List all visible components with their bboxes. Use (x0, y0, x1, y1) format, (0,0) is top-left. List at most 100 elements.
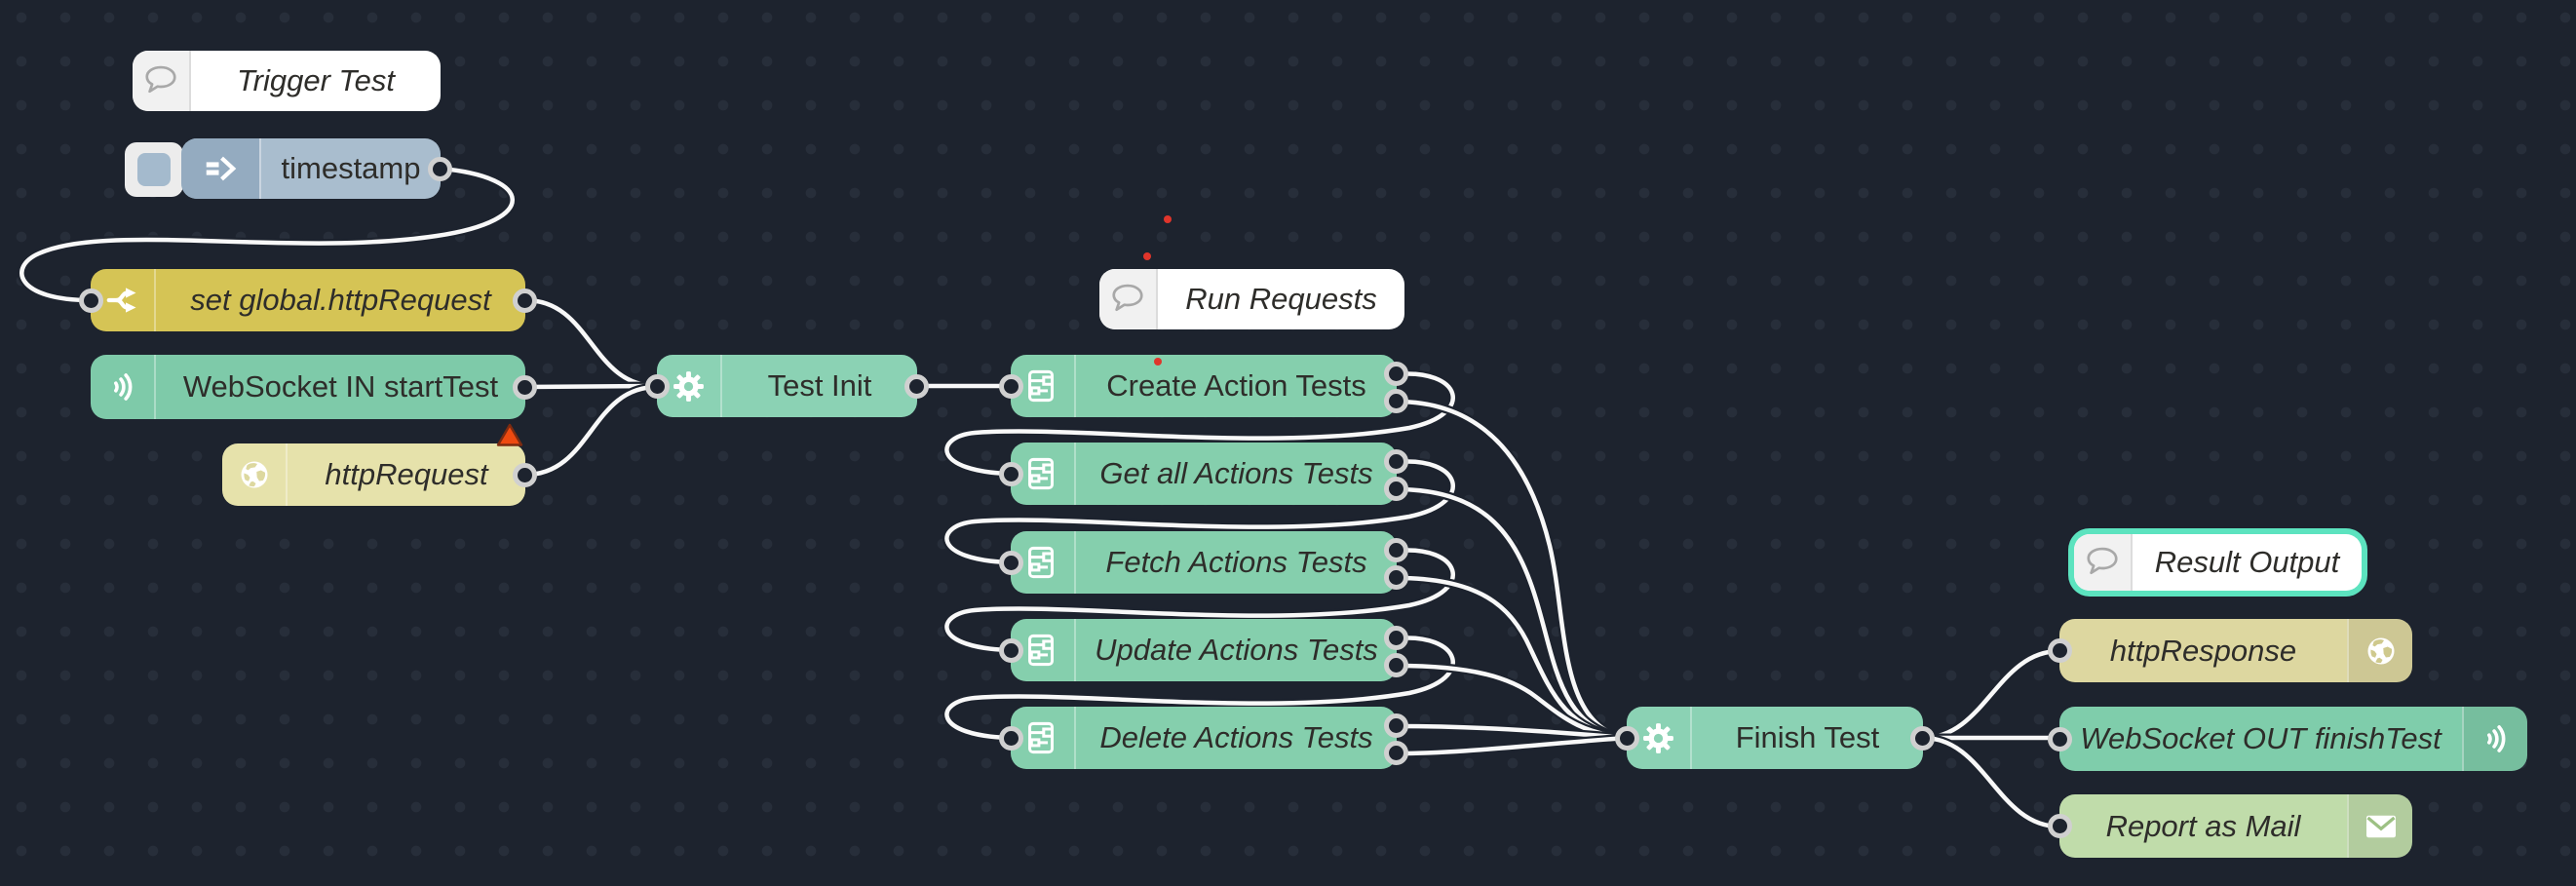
output-port-1[interactable] (1384, 713, 1408, 738)
node-label: set global.httpRequest (190, 283, 491, 317)
node-label: Update Actions Tests (1095, 633, 1378, 667)
wire[interactable] (522, 297, 660, 389)
node-subflow-delete-actions-tests[interactable]: Delete Actions Tests (999, 707, 1408, 769)
output-port-2[interactable] (1384, 653, 1408, 677)
node-subflow-update-actions-tests[interactable]: Update Actions Tests (999, 619, 1408, 681)
input-port[interactable] (999, 461, 1023, 486)
wire-finish-to-mail (1918, 733, 2064, 831)
node-comment-trigger-test[interactable]: Trigger Test (133, 51, 441, 111)
input-port[interactable] (999, 725, 1023, 751)
wire-fetch-to-update (942, 545, 1458, 655)
wire[interactable] (19, 166, 515, 303)
node-subflow-fetch-actions-tests[interactable]: Fetch Actions Tests (999, 531, 1408, 594)
node-function-test-init[interactable]: Test Init (645, 355, 929, 417)
wire[interactable] (1394, 486, 1630, 741)
node-email-report-as-mail[interactable]: Report as Mail (2048, 794, 2412, 858)
wire-delete-out1-to-finish (1392, 721, 1632, 743)
input-port[interactable] (1615, 725, 1639, 751)
inject-button[interactable] (125, 142, 183, 197)
output-port[interactable] (513, 462, 537, 487)
node-change-set-global[interactable]: set global.httpRequest (79, 269, 537, 331)
node-function-finish-test[interactable]: Finish Test (1615, 707, 1935, 769)
input-port[interactable] (999, 637, 1023, 663)
gear-icon (1627, 707, 1692, 769)
output-port[interactable] (513, 374, 537, 400)
wire-setglobal-to-testinit (520, 295, 662, 391)
wire-create-to-getall (942, 368, 1458, 479)
node-http-response[interactable]: httpResponse (2048, 619, 2412, 682)
input-port[interactable] (999, 550, 1023, 575)
node-label: Fetch Actions Tests (1105, 545, 1367, 579)
node-label: Trigger Test (237, 63, 395, 97)
node-inject-timestamp[interactable]: timestamp (181, 138, 452, 199)
wire[interactable] (1920, 735, 2062, 829)
globe-icon (222, 443, 288, 506)
wire[interactable] (1920, 648, 2062, 741)
node-subflow-get-all-actions-tests[interactable]: Get all Actions Tests (999, 443, 1408, 505)
wire-getall-to-fetch (942, 456, 1458, 567)
node-comment-run-requests[interactable]: Run Requests (1099, 269, 1404, 329)
node-label: Run Requests (1185, 282, 1377, 316)
wire[interactable] (1394, 663, 1630, 741)
node-label: Report as Mail (2105, 808, 2301, 843)
output-port-1[interactable] (1384, 449, 1408, 474)
subflow-icon (1011, 355, 1076, 417)
wire-timestamp-to-setglobal (17, 164, 518, 305)
gear-icon (657, 355, 722, 417)
node-label: httpRequest (325, 457, 488, 491)
sound-waves-icon (2462, 707, 2527, 771)
input-port[interactable] (645, 373, 670, 399)
red-dot-marker (1154, 358, 1162, 366)
wire-delete-out2-to-finish (1392, 733, 1632, 758)
subflow-icon (1011, 443, 1076, 505)
node-websocket-in-starttest[interactable]: WebSocket IN startTest (91, 355, 537, 419)
wire-create-to-finish (1392, 397, 1632, 743)
output-port-1[interactable] (1384, 626, 1408, 650)
input-port[interactable] (2048, 726, 2072, 751)
output-port[interactable] (904, 373, 929, 399)
output-port-2[interactable] (1384, 741, 1408, 765)
node-label: Test Init (767, 368, 872, 403)
output-port[interactable] (1910, 725, 1935, 751)
wire[interactable] (1394, 399, 1630, 741)
input-port[interactable] (2048, 814, 2072, 838)
wire-httprequest-to-testinit (520, 382, 662, 480)
wire[interactable] (1394, 735, 1630, 756)
input-port[interactable] (2048, 638, 2072, 663)
node-http-request[interactable]: httpRequest (222, 443, 537, 506)
output-port[interactable] (428, 156, 452, 181)
node-comment-result-output[interactable]: Result Output (2074, 534, 2362, 591)
red-dot-marker (1164, 215, 1172, 223)
input-port[interactable] (79, 288, 103, 313)
wire-finish-to-httpresponse (1918, 646, 2064, 743)
node-websocket-out-finishtest[interactable]: WebSocket OUT finishTest (2048, 707, 2527, 771)
output-port-2[interactable] (1384, 389, 1408, 413)
envelope-icon (2347, 794, 2412, 858)
wire[interactable] (944, 371, 1455, 477)
subflow-icon (1011, 531, 1076, 594)
output-port-1[interactable] (1384, 362, 1408, 386)
comment-bubble-icon (133, 51, 191, 111)
wire[interactable] (944, 548, 1455, 653)
input-port[interactable] (999, 373, 1023, 399)
comment-bubble-icon (1099, 269, 1158, 329)
node-label: Finish Test (1735, 720, 1880, 754)
output-port[interactable] (513, 288, 537, 313)
node-subflow-create-action-tests[interactable]: Create Action Tests (999, 355, 1408, 417)
fork-arrows-icon (91, 269, 156, 331)
comment-bubble-icon (2074, 534, 2133, 591)
node-label: WebSocket OUT finishTest (2080, 721, 2441, 755)
wire-getall-to-finish (1392, 484, 1632, 743)
node-label: Result Output (2154, 545, 2340, 579)
wire[interactable] (1394, 723, 1630, 741)
output-port-2[interactable] (1384, 477, 1408, 501)
subflow-icon (1011, 619, 1076, 681)
output-port-2[interactable] (1384, 565, 1408, 590)
output-port-1[interactable] (1384, 538, 1408, 562)
wire[interactable] (522, 384, 660, 478)
wire-update-to-finish (1392, 661, 1632, 743)
wire[interactable] (944, 459, 1455, 565)
subflow-icon (1011, 707, 1076, 769)
